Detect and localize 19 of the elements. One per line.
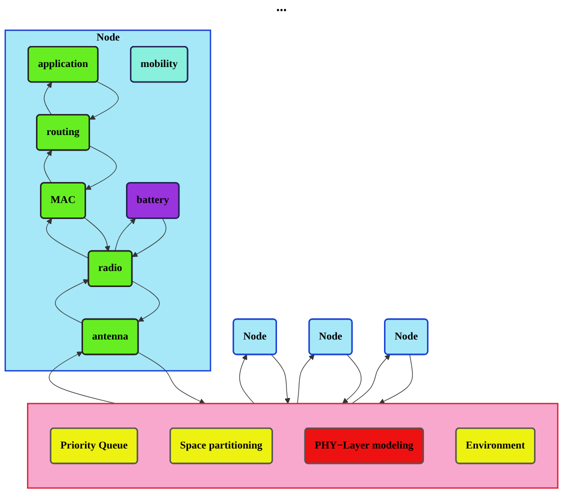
arrow xyxy=(297,354,315,404)
ellipsis-label: ... xyxy=(276,0,287,16)
arrow xyxy=(132,218,166,257)
arrow xyxy=(342,354,362,404)
arrow xyxy=(46,218,90,258)
arrow xyxy=(352,354,390,404)
arrow xyxy=(270,354,290,404)
arrow xyxy=(84,217,110,252)
cluster xyxy=(27,402,558,489)
arrow xyxy=(378,354,413,404)
arrow xyxy=(85,146,117,190)
arrow xyxy=(44,82,52,116)
arrow xyxy=(114,218,136,252)
arrow xyxy=(138,352,206,404)
arrow xyxy=(44,150,52,184)
arrow xyxy=(239,354,254,404)
arrow xyxy=(132,280,160,322)
arrow xyxy=(54,279,89,324)
arrow xyxy=(89,81,119,120)
